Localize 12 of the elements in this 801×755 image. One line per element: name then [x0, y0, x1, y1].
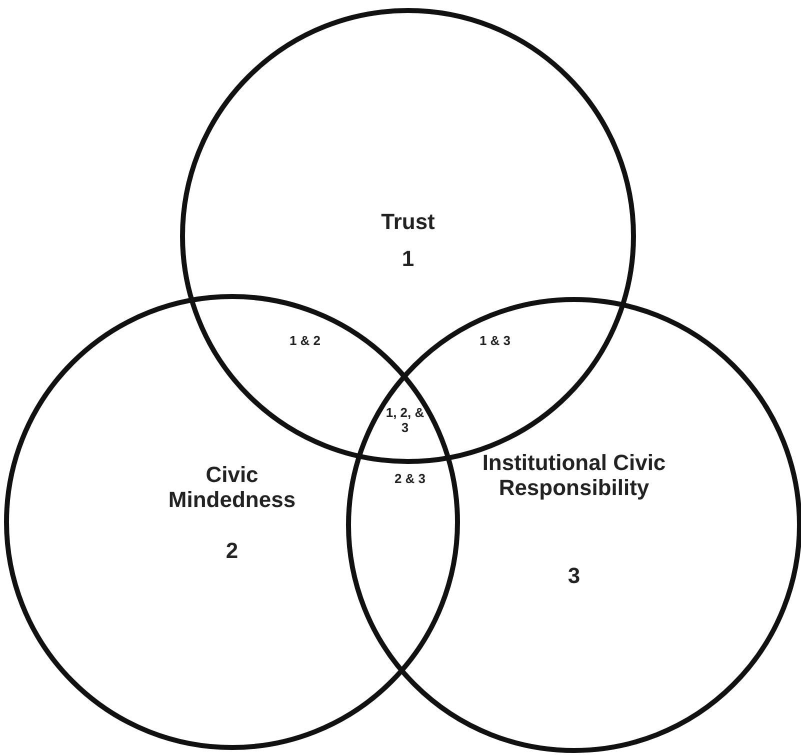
- circle-number: 2: [224, 538, 240, 562]
- region-label: 1 & 2: [288, 332, 322, 348]
- region-label: 1, 2, & 3: [385, 405, 425, 435]
- region-label: 2 & 3: [393, 470, 427, 486]
- region-label: 1 & 3: [478, 332, 512, 348]
- circle-title: Civic Mindedness: [167, 462, 297, 512]
- circle-title: Institutional Civic Responsibility: [481, 450, 667, 500]
- circle-number: 1: [400, 246, 416, 270]
- venn-circle: [346, 297, 801, 753]
- venn-circle: [4, 294, 460, 750]
- circle-title: Trust: [380, 208, 436, 234]
- circle-number: 3: [566, 562, 582, 588]
